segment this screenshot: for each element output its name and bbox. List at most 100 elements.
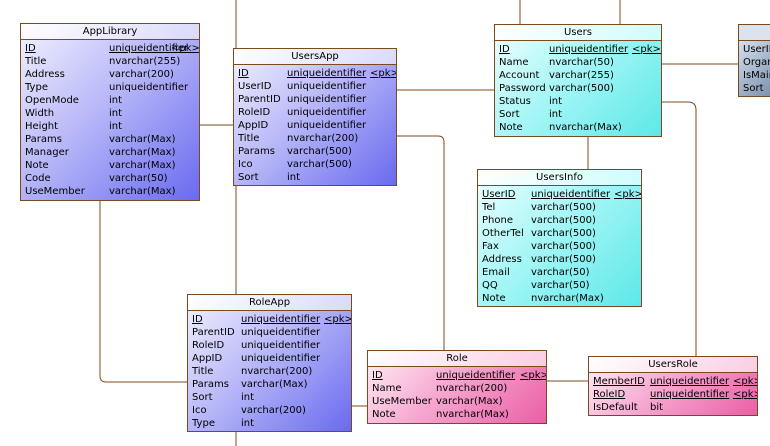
entity-title: Role xyxy=(368,351,546,367)
column-type: varchar(500) xyxy=(287,159,352,170)
column-row: Width int xyxy=(21,107,199,120)
column-row: Type int xyxy=(188,417,351,430)
column-name: Address xyxy=(25,69,65,80)
column-type: uniqueidentifier xyxy=(287,107,367,118)
column-type: uniqueidentifier xyxy=(241,314,321,325)
column-row: RoleID uniqueidentifier xyxy=(234,106,396,119)
column-name: Width xyxy=(25,108,55,119)
column-type: int xyxy=(241,392,255,403)
column-name: OpenMode xyxy=(25,95,79,106)
column-key: <pk> xyxy=(733,389,757,400)
column-name: Type xyxy=(192,418,215,429)
column-row: ParentID uniqueidentifier xyxy=(234,93,396,106)
column-name: Code xyxy=(25,173,51,184)
column-type: int xyxy=(109,121,123,132)
column-name: Title xyxy=(25,56,47,67)
column-name: Name xyxy=(499,57,529,68)
column-type: nvarchar(200) xyxy=(241,366,313,377)
column-row: UserID xyxy=(739,43,770,56)
column-name: UserID xyxy=(743,44,770,55)
column-name: Sort xyxy=(499,109,520,120)
column-type: uniqueidentifier xyxy=(436,370,516,381)
column-type: varchar(50) xyxy=(531,280,590,291)
column-type: uniqueidentifier xyxy=(109,43,189,54)
column-type: uniqueidentifier xyxy=(287,81,367,92)
column-name: Sort xyxy=(238,172,259,183)
column-name: ParentID xyxy=(238,94,281,105)
entity-title: RoleApp xyxy=(188,295,351,311)
column-name: RoleID xyxy=(192,340,225,351)
column-row: UserID uniqueidentifier xyxy=(234,80,396,93)
entity-title: Users xyxy=(495,25,661,41)
column-name: Tel xyxy=(482,202,496,213)
column-type: varchar(Max) xyxy=(109,134,176,145)
connector-users-usersrole xyxy=(662,101,697,357)
column-type: nvarchar(Max) xyxy=(549,122,622,133)
column-type: varchar(255) xyxy=(549,70,614,81)
column-type: varchar(500) xyxy=(531,254,596,265)
entity-partial-clipped[interactable]: UserIDOrganIsMainSort xyxy=(738,24,770,97)
column-key: <pk> xyxy=(632,44,661,55)
column-type: varchar(50) xyxy=(109,173,168,184)
column-type: uniqueidentifier xyxy=(287,94,367,105)
column-type: varchar(500) xyxy=(531,202,596,213)
column-type: int xyxy=(241,418,255,429)
column-name: OtherTel xyxy=(482,228,524,239)
column-type: varchar(500) xyxy=(549,83,614,94)
column-name: ID xyxy=(238,68,249,79)
column-name: Params xyxy=(238,146,275,157)
column-type: uniqueidentifier xyxy=(549,44,629,55)
column-type: varchar(Max) xyxy=(109,186,176,197)
column-name: IsDefault xyxy=(593,402,638,413)
column-name: UserID xyxy=(482,189,516,200)
column-key: <pk> xyxy=(171,43,200,54)
entity-title: UsersApp xyxy=(234,49,396,65)
column-type: uniqueidentifier xyxy=(241,327,321,338)
column-name: Note xyxy=(499,122,523,133)
column-type: uniqueidentifier xyxy=(241,353,321,364)
column-type: varchar(200) xyxy=(241,405,306,416)
column-name: UseMember xyxy=(372,396,432,407)
column-name: RoleID xyxy=(238,107,271,118)
column-type: varchar(500) xyxy=(531,215,596,226)
column-type: int xyxy=(109,108,123,119)
column-name: Organ xyxy=(743,57,770,68)
column-name: Note xyxy=(482,293,506,304)
entity-usersrole[interactable]: UsersRole MemberIDuniqueidentifier<pk>Ro… xyxy=(588,356,758,416)
column-type: uniqueidentifier xyxy=(287,120,367,131)
column-type: uniqueidentifier xyxy=(287,68,367,79)
column-type: varchar(500) xyxy=(531,228,596,239)
column-row: Note nvarchar(Max) xyxy=(495,121,661,134)
entity-title xyxy=(739,25,770,41)
column-name: UserID xyxy=(238,81,272,92)
